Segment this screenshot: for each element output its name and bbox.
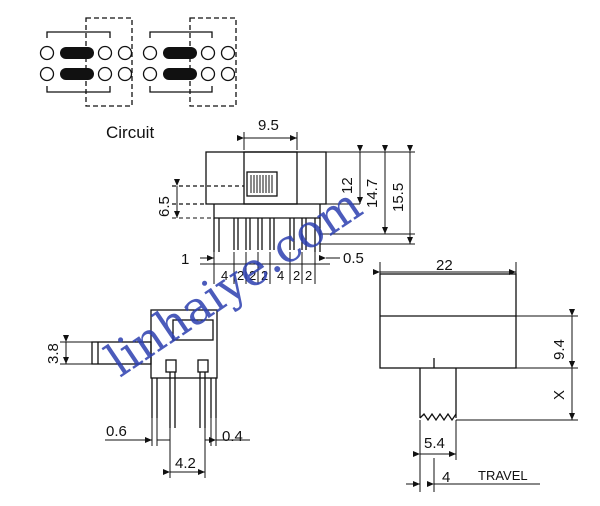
- top-view-dimension-lines: [373, 262, 578, 492]
- dim-12: 12: [339, 177, 356, 194]
- dim-3-8: 3.8: [45, 343, 62, 364]
- circuit-bracket: [149, 86, 213, 93]
- dim-9-5: 9.5: [258, 117, 279, 134]
- dim-14-7: 14.7: [364, 179, 381, 208]
- dim-6-5: 6.5: [156, 196, 173, 217]
- dim-pitch-6: 2: [293, 268, 300, 283]
- dim-0-4: 0.4: [222, 428, 243, 445]
- circuit-bracket: [46, 31, 111, 38]
- front-view-dimension-lines: [172, 132, 415, 284]
- dim-5-4: 5.4: [424, 435, 445, 452]
- circuit-label: Circuit: [106, 123, 154, 142]
- side-view: [91, 309, 218, 428]
- dim-pitch-1: 4: [221, 268, 228, 283]
- top-view: [379, 273, 517, 422]
- dim-22: 22: [436, 257, 453, 274]
- circuit-bracket: [46, 86, 111, 93]
- dim-1: 1: [181, 251, 189, 268]
- dim-0-5: 0.5: [343, 250, 364, 267]
- dim-0-6: 0.6: [106, 423, 127, 440]
- dim-pitch-2: 2: [237, 268, 244, 283]
- circuit-diagram: [39, 17, 237, 107]
- dim-4: 4: [442, 469, 450, 486]
- dim-15-5: 15.5: [390, 183, 407, 212]
- circuit-dashed-box-2: [189, 17, 237, 107]
- dim-x: X: [551, 390, 568, 400]
- dim-4-2: 4.2: [175, 455, 196, 472]
- dim-pitch-3: 2: [249, 268, 256, 283]
- circuit-contacts: [60, 47, 197, 80]
- travel-label: TRAVEL: [478, 468, 528, 483]
- circuit-bracket: [149, 31, 213, 38]
- side-view-dimension-lines: [60, 335, 250, 478]
- dim-9-4: 9.4: [551, 339, 568, 360]
- dim-pitch-5: 4: [277, 268, 284, 283]
- front-view-handle-grip: [250, 175, 273, 193]
- circuit-dashed-box-1: [85, 17, 133, 107]
- dim-pitch-7: 2: [305, 268, 312, 283]
- watermark: linhaiye.com: [96, 177, 371, 387]
- dim-pitch-4: 2: [261, 268, 268, 283]
